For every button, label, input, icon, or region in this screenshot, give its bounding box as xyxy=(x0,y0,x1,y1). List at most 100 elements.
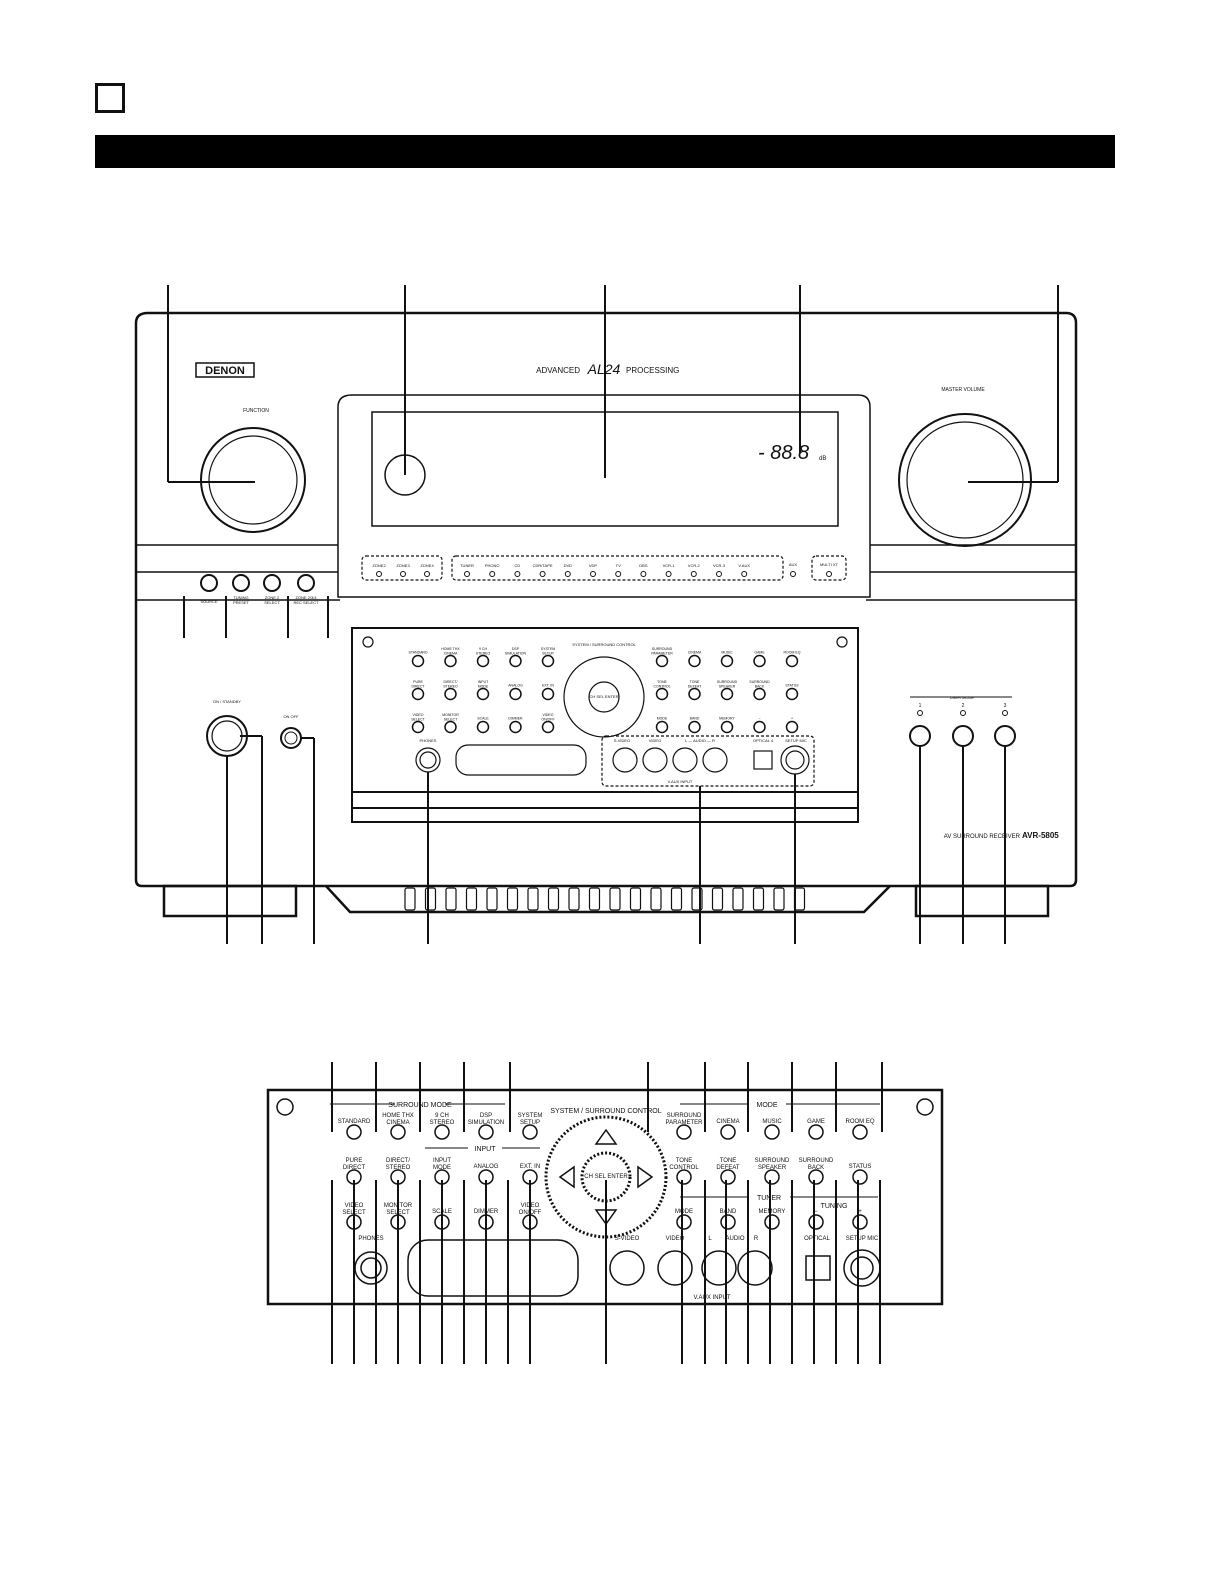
tone-defeat-button[interactable] xyxy=(688,687,701,701)
surround-speaker-button[interactable] xyxy=(764,1169,780,1185)
video-select-button[interactable] xyxy=(411,720,425,734)
source-indicator-label: VCR-2 xyxy=(688,563,701,568)
video-on-off-button[interactable] xyxy=(541,720,555,734)
user-mode-2-button[interactable] xyxy=(952,725,974,747)
master-volume-label: MASTER VOLUME xyxy=(941,387,985,393)
mode-button[interactable] xyxy=(655,720,669,734)
surround-back-button[interactable] xyxy=(808,1169,824,1185)
user-mode-3-button[interactable] xyxy=(994,725,1016,747)
scale-button[interactable] xyxy=(476,720,490,734)
status-button[interactable] xyxy=(852,1169,868,1185)
analog-button[interactable] xyxy=(509,687,522,701)
power-switch-label: ON OFF xyxy=(283,714,299,719)
zone-indicator-label: ZONE3 xyxy=(396,563,410,568)
ext-in-button[interactable] xyxy=(541,687,555,701)
cinema-button[interactable] xyxy=(720,1124,736,1140)
source-indicator-dvd xyxy=(564,571,571,577)
vent-slot xyxy=(547,887,560,911)
source-indicator-vdp xyxy=(590,571,596,577)
home-thx-cinema-button[interactable] xyxy=(444,654,457,668)
standard-button[interactable] xyxy=(411,654,425,668)
multi-label: MULTI XT xyxy=(820,562,838,567)
vent-slot xyxy=(424,887,437,911)
band-button[interactable] xyxy=(688,720,701,734)
processing-prefix: ADVANCED xyxy=(536,366,580,375)
system-setup-button[interactable] xyxy=(541,654,555,668)
tuning-preset-button[interactable] xyxy=(232,574,250,592)
aux-label: AUX xyxy=(789,562,798,567)
surround-parameter-button[interactable] xyxy=(676,1124,692,1140)
standard-button[interactable] xyxy=(346,1124,362,1140)
home-thx-cinema-button[interactable] xyxy=(390,1124,406,1140)
phones-label: PHONES xyxy=(420,738,437,743)
key-button[interactable] xyxy=(785,720,799,734)
direct-stereo-label: DIRECT/STEREO xyxy=(443,680,458,689)
game-button[interactable] xyxy=(753,654,766,668)
tone-control-button[interactable] xyxy=(676,1169,692,1185)
monitor-select-button[interactable] xyxy=(444,720,457,734)
function-knob[interactable] xyxy=(200,427,306,533)
vent-slot xyxy=(588,887,601,911)
pure-direct-button[interactable] xyxy=(411,687,425,701)
room-eq-button[interactable] xyxy=(852,1124,868,1140)
enter-label-small: CH SEL ENTER xyxy=(590,694,619,699)
key-button[interactable] xyxy=(852,1214,868,1230)
source-indicator-label: V.AUX xyxy=(738,563,750,568)
cinema-label: CINEMA xyxy=(688,651,702,655)
analog-label: ANALOG xyxy=(508,684,523,688)
key-button[interactable] xyxy=(808,1214,824,1230)
memory-button[interactable] xyxy=(764,1214,780,1230)
9-ch-stereo-button[interactable] xyxy=(476,654,490,668)
user-mode-led xyxy=(917,710,923,716)
tone-control-button[interactable] xyxy=(655,687,669,701)
dimmer-button[interactable] xyxy=(509,720,522,734)
vent-slot xyxy=(711,887,724,911)
game-button[interactable] xyxy=(808,1124,824,1140)
source-indicator-label: VDP xyxy=(589,563,598,568)
surround-parameter-button[interactable] xyxy=(655,654,669,668)
memory-button[interactable] xyxy=(720,720,734,734)
room-eq-button[interactable] xyxy=(785,654,799,668)
mode-button[interactable] xyxy=(676,1214,692,1230)
9-ch-stereo-button[interactable] xyxy=(434,1124,450,1140)
input-mode-button[interactable] xyxy=(476,687,490,701)
surround-back-button[interactable] xyxy=(753,687,766,701)
key-button[interactable] xyxy=(753,720,766,734)
key-label: − xyxy=(758,717,760,721)
surround-speaker-button[interactable] xyxy=(720,687,734,701)
dsp-simulation-button[interactable] xyxy=(478,1124,494,1140)
system-setup-button[interactable] xyxy=(522,1124,538,1140)
music-button[interactable] xyxy=(764,1124,780,1140)
panel-audio-r: R xyxy=(754,1236,759,1242)
dsp-simulation-button[interactable] xyxy=(509,654,522,668)
panel-optical-label: OPTICAL xyxy=(804,1236,830,1242)
user-mode-1-button[interactable] xyxy=(909,725,931,747)
source-indicator-label: VCR-1 xyxy=(663,563,676,568)
zone-2-3-4-rec-select-button[interactable] xyxy=(297,574,315,592)
vent-slot xyxy=(629,887,642,911)
master-volume-knob[interactable] xyxy=(898,413,1032,547)
zone-indicator-label: ZONE4 xyxy=(420,563,434,568)
direct-stereo-button[interactable] xyxy=(444,687,457,701)
music-button[interactable] xyxy=(720,654,734,668)
cinema-button[interactable] xyxy=(688,654,701,668)
mode-label: MODE xyxy=(657,717,668,721)
zone-2-select-button[interactable] xyxy=(263,574,281,592)
band-button[interactable] xyxy=(720,1214,736,1230)
vent-slot xyxy=(691,887,703,911)
power-switch[interactable] xyxy=(280,727,302,749)
status-button[interactable] xyxy=(785,687,799,701)
source-button[interactable] xyxy=(200,574,218,592)
al24-logo: AL24 xyxy=(587,361,621,377)
zone-indicator-zone3 xyxy=(400,571,406,577)
user-mode-number: 2 xyxy=(962,703,965,709)
tone-defeat-button[interactable] xyxy=(720,1169,736,1185)
